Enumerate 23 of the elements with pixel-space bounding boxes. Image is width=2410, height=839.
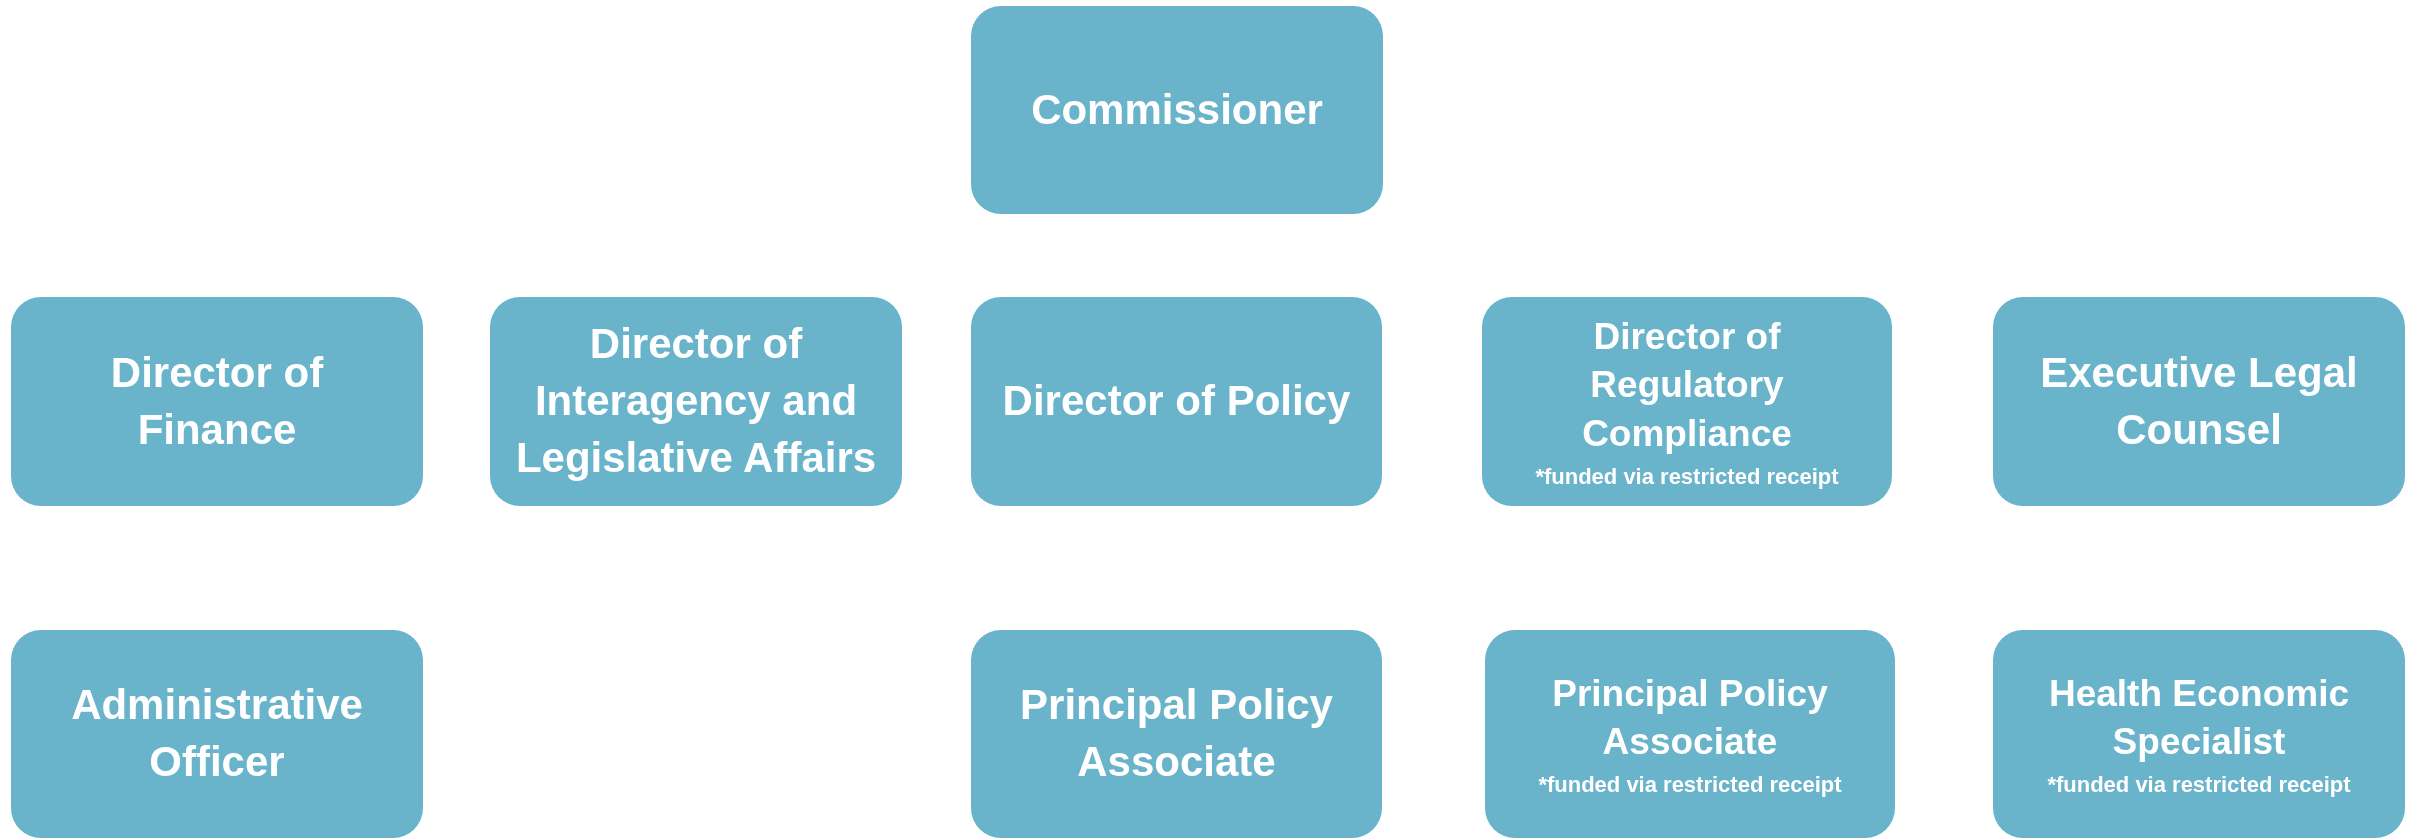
funding-note: *funded via restricted receipt [1538,772,1842,799]
position-title: Principal Policy Associate [1551,671,1829,764]
position-box [971,630,1382,838]
position-title: Health Economic Specialist [2047,671,2351,764]
position-title: Principal Policy Associate [1019,680,1334,787]
position-title: Administrative Officer [70,680,364,787]
position-box [1485,630,1895,838]
position-box [971,297,1382,506]
position-title: Director of Finance [109,347,325,455]
position-box [490,297,902,506]
position-title: Executive Legal Counsel [2039,347,2359,455]
position-title: Director of Regulatory Compliance [1581,315,1793,456]
funding-note: *funded via restricted receipt [1535,463,1839,490]
position-title: Commissioner [1031,84,1323,135]
position-box [1993,630,2405,838]
position-box [11,297,423,506]
position-title: Director of Interagency and Legislative Affairs [514,319,878,483]
funding-note: *funded via restricted receipt [2047,772,2351,799]
position-box [971,6,1383,214]
position-title: Director of Policy [1002,376,1351,427]
position-box [1482,297,1892,506]
position-box [11,630,423,838]
position-box [1993,297,2405,506]
